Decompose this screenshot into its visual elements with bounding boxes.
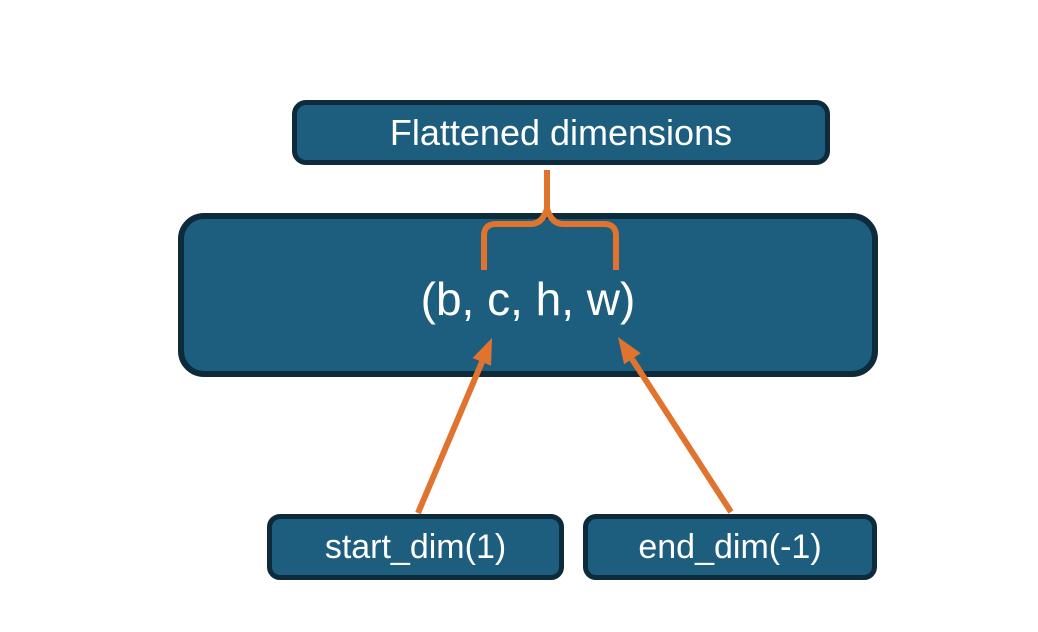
start-dim-label: start_dim(1) [324,527,507,566]
flattened-dimensions-box: Flattened dimensions [292,100,830,165]
end-dim-label: end_dim(-1) [638,527,822,566]
end-dim-box: end_dim(-1) [583,514,877,580]
start-dim-box: start_dim(1) [267,514,564,580]
tensor-shape-label: (b, c, h, w) [420,273,636,325]
flattened-dimensions-label: Flattened dimensions [389,111,733,153]
tensor-shape-box: (b, c, h, w) [178,213,878,377]
